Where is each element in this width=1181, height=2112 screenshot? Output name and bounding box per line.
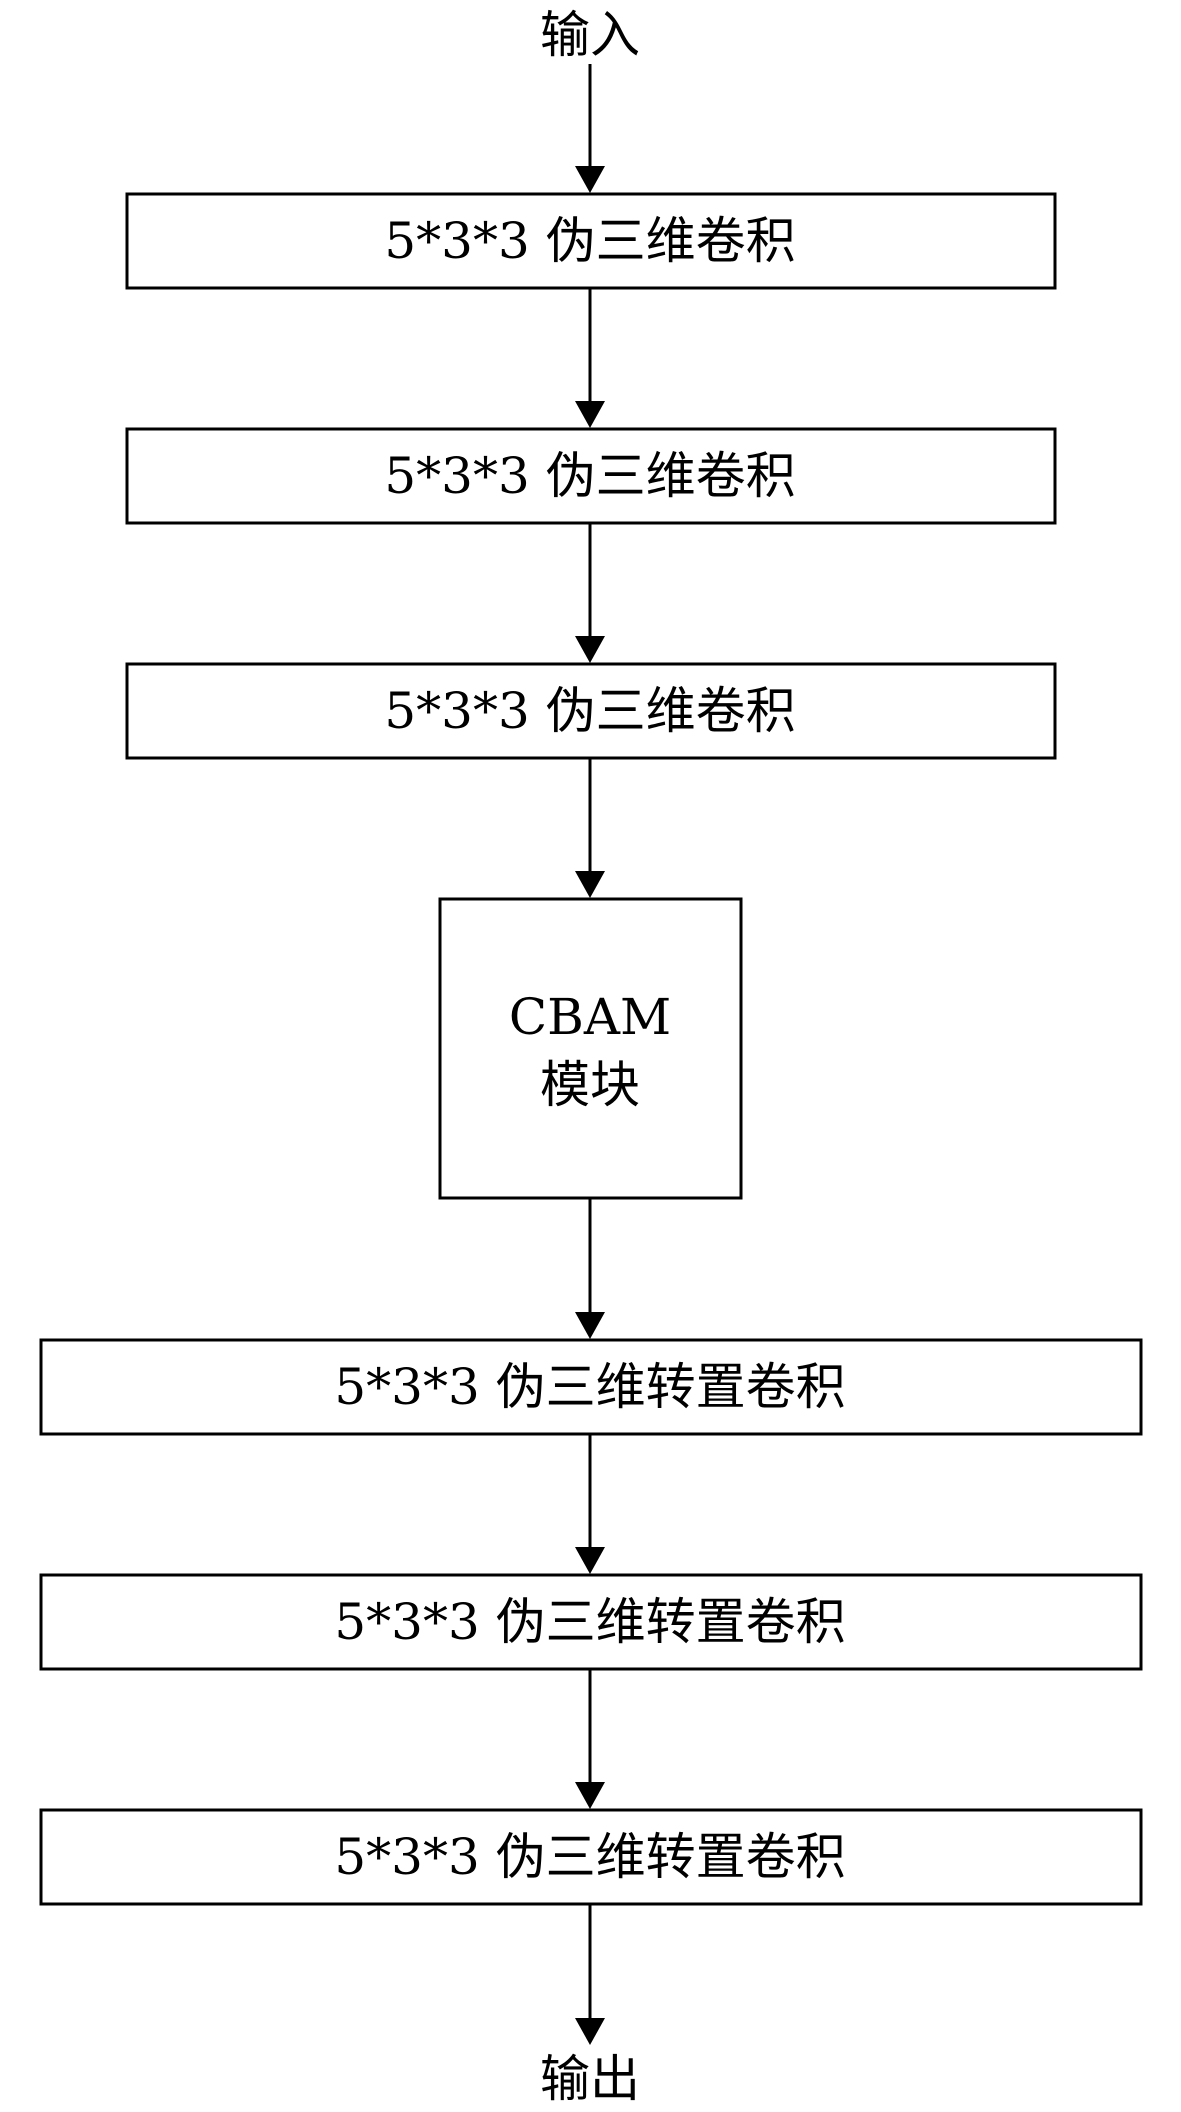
transpose-conv-block-2-label: 5*3*3 伪三维转置卷积 [334,1593,845,1651]
cbam-module-subtitle: 模块 [540,1056,640,1114]
input-label: 输入 [540,6,640,64]
arrow-conv1-to-conv2 [575,288,605,428]
arrow-transpose2-to-transpose3 [575,1669,605,1809]
conv-block-2: 5*3*3 伪三维卷积 [125,427,1057,525]
conv-block-3: 5*3*3 伪三维卷积 [125,662,1057,760]
transpose-conv-block-1: 5*3*3 伪三维转置卷积 [39,1338,1143,1436]
arrow-transpose1-to-transpose2 [575,1434,605,1574]
arrow-cbam-to-transpose1 [575,1198,605,1339]
conv-block-1-label: 5*3*3 伪三维卷积 [384,212,795,270]
transpose-conv-block-2: 5*3*3 伪三维转置卷积 [39,1573,1143,1671]
transpose-conv-block-1-label: 5*3*3 伪三维转置卷积 [334,1358,845,1416]
conv-block-3-label: 5*3*3 伪三维卷积 [384,682,795,740]
conv-block-2-label: 5*3*3 伪三维卷积 [384,447,795,505]
transpose-conv-block-3: 5*3*3 伪三维转置卷积 [39,1808,1143,1906]
cbam-module-title: CBAM [509,988,671,1046]
transpose-conv-block-3-label: 5*3*3 伪三维转置卷积 [334,1828,845,1886]
cbam-module: CBAM 模块 [438,897,743,1200]
arrow-conv2-to-conv3 [575,523,605,663]
output-label: 输出 [540,2050,640,2108]
conv-block-1: 5*3*3 伪三维卷积 [125,192,1057,290]
arrow-conv3-to-cbam [575,758,605,898]
arrow-transpose3-to-output [575,1904,605,2045]
arrow-input-to-conv1 [575,64,605,193]
